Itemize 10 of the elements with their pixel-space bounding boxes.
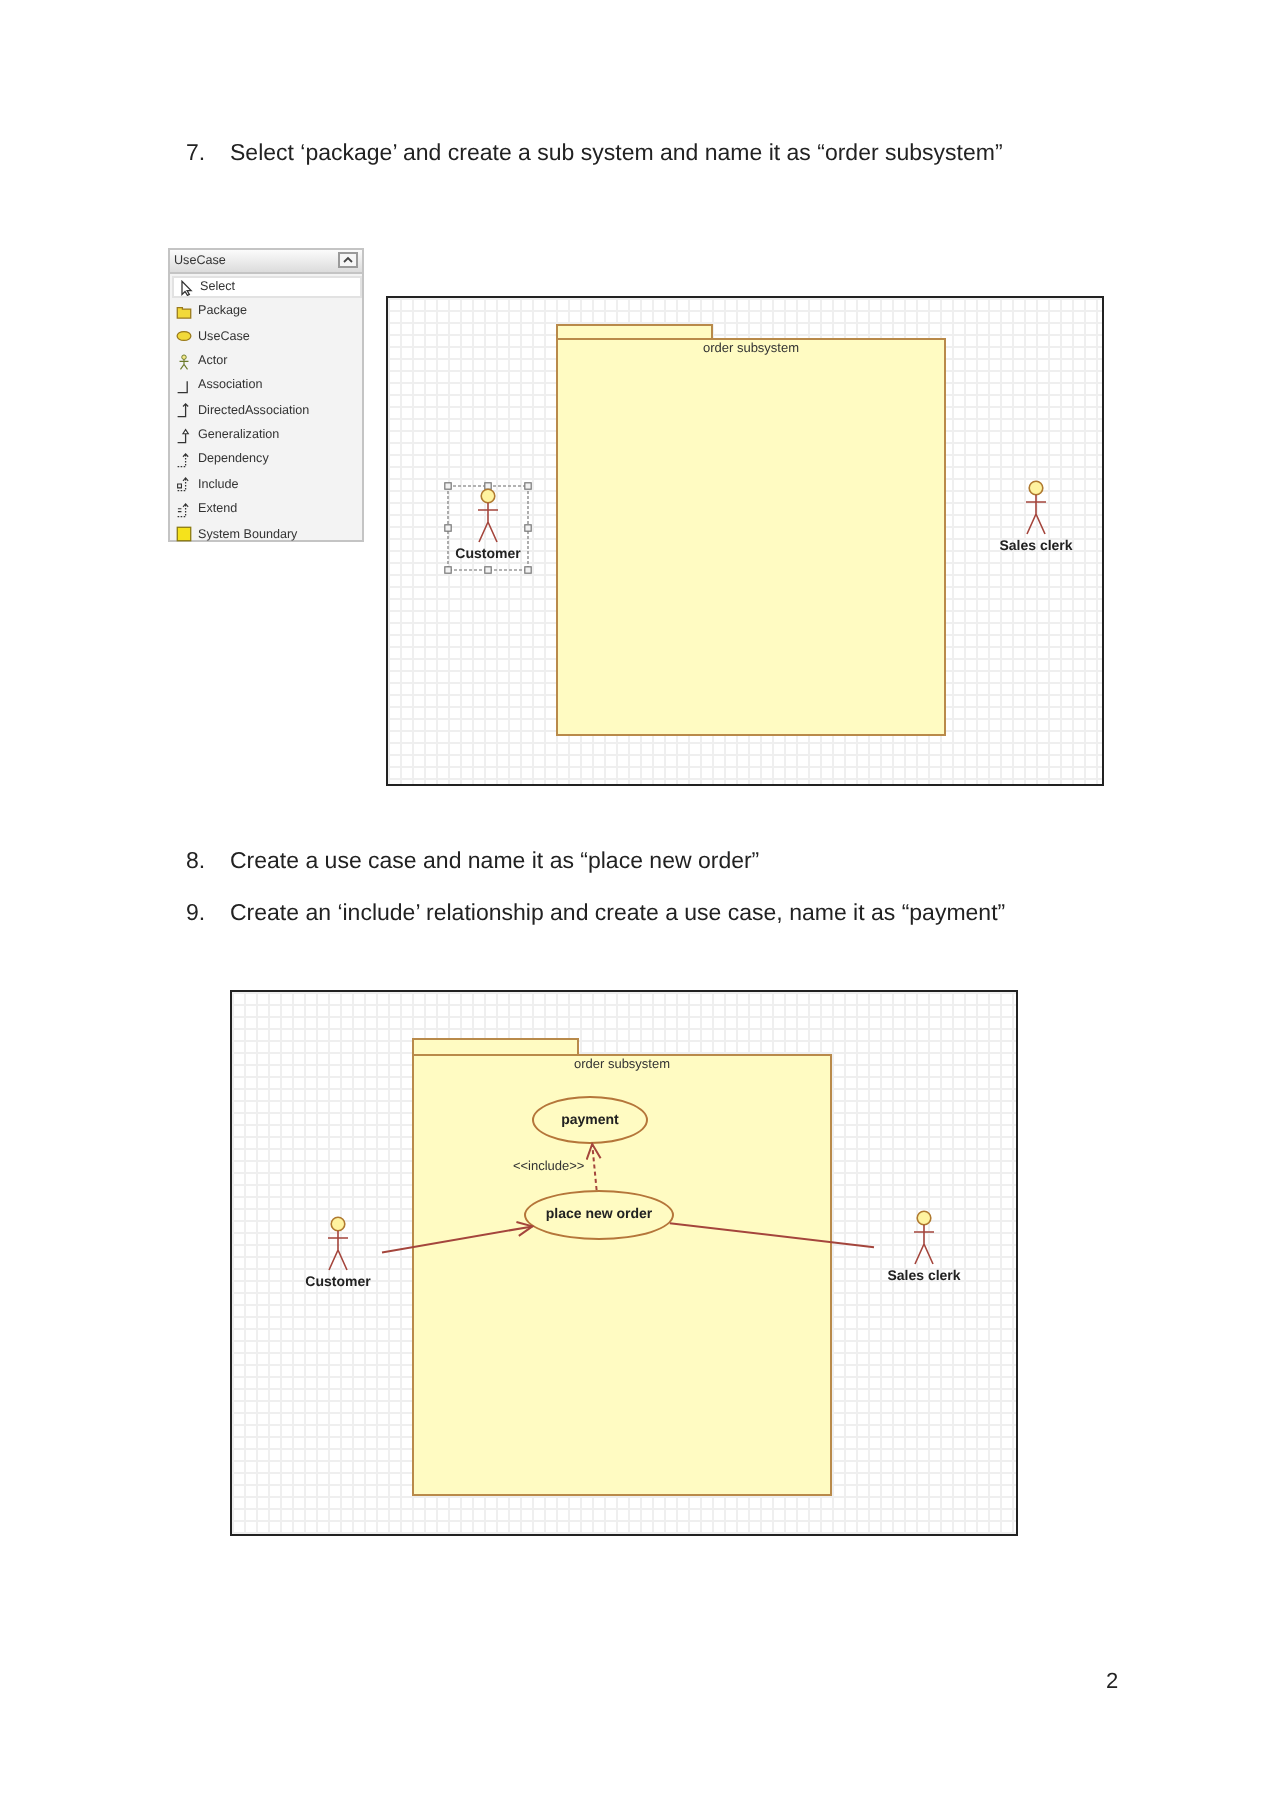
step-number: 8. [186,850,206,874]
arrow [381,1221,534,1254]
page-number: 2 [1106,1670,1119,1694]
step-number: 9. [186,902,206,926]
instruction-text: Select ‘package’ and create a sub system and name it as “order subsystem” [230,142,1003,166]
instruction-text: Create a use case and name it as “place new order” [230,850,760,874]
step-number: 7. [186,142,206,166]
instruction-text: Create an ‘include’ relationship and create a use case, name it as “payment” [230,902,1006,926]
association-line [668,1222,875,1249]
dashed-arrow [585,1143,602,1191]
